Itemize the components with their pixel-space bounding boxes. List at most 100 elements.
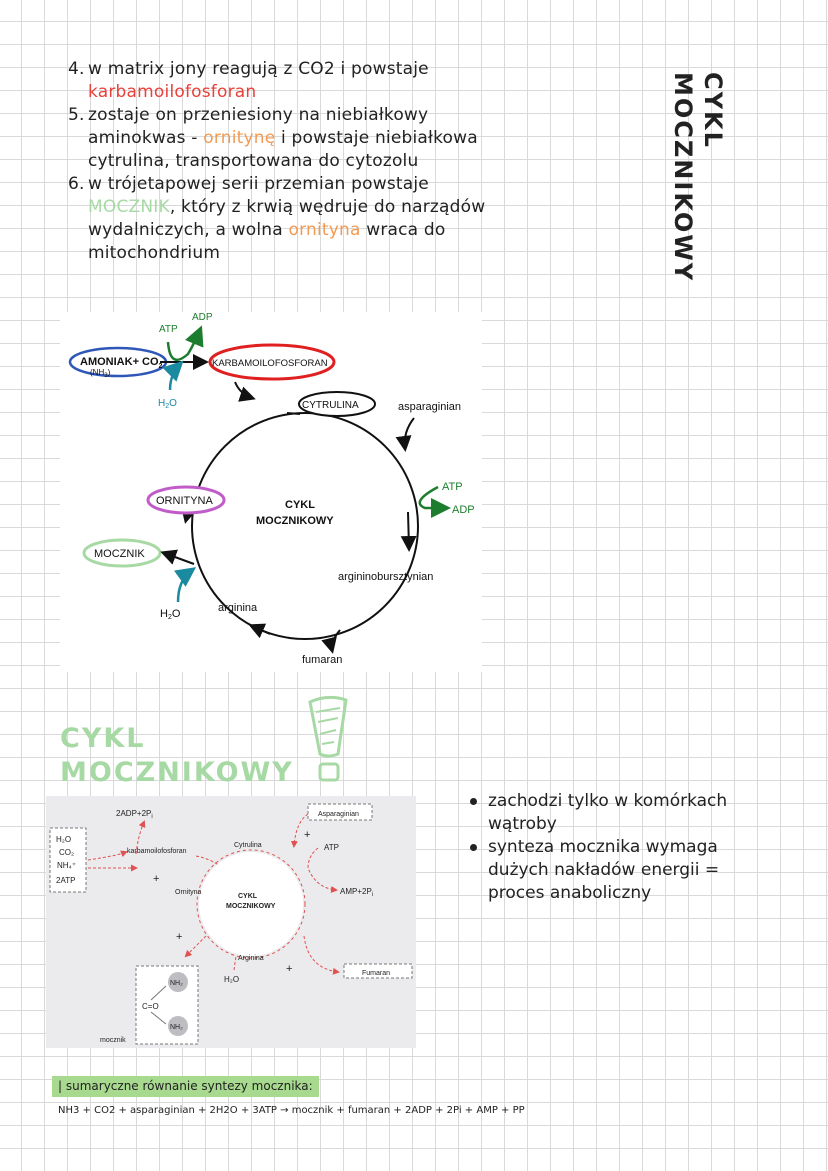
carbonyl: C=O [142, 1002, 159, 1011]
step-text: wydalniczych, a wolna [88, 220, 289, 240]
step-text: mitochondrium [88, 243, 221, 263]
step-text: aminokwas - [88, 128, 204, 148]
cycle-arrow [248, 623, 271, 639]
urea-label: mocznik [100, 1037, 126, 1044]
citrulline-label: Cytrulina [234, 842, 262, 849]
keyword-ornityne: ornitynę [203, 128, 276, 148]
urea-cycle-diagram-2: H₂O CO₂ NH₄⁺ 2ATP 2ADP+2Pi karbamoilofos… [46, 796, 416, 1048]
cycle-arrow [286, 412, 301, 415]
nh2-bottom: NH₂ [170, 1024, 183, 1031]
aspartate-label: asparaginian [398, 401, 461, 413]
fumarate-label: Fumaran [362, 970, 390, 977]
step-5: 5. zostaje on przeniesiony na niebiałkow… [62, 104, 562, 173]
nh3-label: (NH3) [90, 368, 111, 379]
step-text: cytrulina, transportowana do cytozolu [88, 151, 419, 171]
ornithine-label: ORNITYNA [156, 495, 214, 507]
aspartate-label: Asparaginian [318, 811, 359, 818]
step-number: 4. [68, 59, 85, 79]
step-text: w matrix jony reagują z CO2 i powstaje [88, 59, 429, 79]
aspartate-box [307, 803, 373, 821]
ornithine-ellipse [146, 485, 226, 515]
carbamoyl-label: karbamoilofosforan [127, 848, 187, 855]
amp-label: AMP+2Pi [340, 887, 373, 898]
fact-line: zachodzi tylko w komórkach [488, 791, 728, 811]
argininosuccinate-label: argininobursztynian [338, 571, 433, 583]
center-label-2: MOCZNIKOWY [256, 515, 334, 527]
nh2-top: NH₂ [170, 980, 183, 987]
summary-equation: NH3 + CO2 + asparaginian + 2H2O + 3ATP →… [58, 1105, 525, 1116]
urea-arrow [160, 549, 195, 565]
adp-right-label: ADP [452, 504, 475, 516]
center-label-1: CYKL [238, 893, 258, 900]
fact-line: synteza mocznika wymaga [488, 837, 718, 857]
side-title-line1: CYKL [699, 72, 727, 149]
cycle-circle [199, 852, 303, 956]
step-text: , który z krwią wędruje do narządów [169, 197, 486, 217]
step-number: 5. [68, 105, 85, 125]
fact-item: zachodzi tylko w komórkach wątroby [466, 790, 796, 836]
urea-cycle-diagram: AMONIAK+ CO2 (NH3) ATP ADP H2O KARBAMOIL… [60, 312, 482, 672]
atp-top-label: ATP [159, 324, 178, 335]
fact-line: proces anaboliczny [488, 883, 652, 903]
inputs-box [49, 827, 87, 893]
h2o-bottom-label: H2O [160, 608, 181, 621]
step-number: 6. [68, 174, 85, 194]
urea-ellipse [82, 538, 162, 568]
input-nh4: NH₄⁺ [57, 861, 76, 870]
cycle-arrow [400, 511, 417, 552]
hand-title-line1: CYKL [60, 723, 146, 754]
fact-line: wątroby [488, 814, 557, 834]
plus-sign: + [304, 829, 310, 841]
cycle-circle [191, 412, 419, 640]
keyword-mocznik: MOCZNIK [88, 197, 170, 217]
input-co2: CO₂ [59, 848, 74, 857]
carbamoyl-ellipse [208, 343, 336, 381]
citrulline-ellipse [298, 391, 376, 417]
atp-label: ATP [324, 843, 339, 852]
atp-adp-right-arrow [418, 485, 451, 518]
side-title-line2: MOCZNIKOWY [669, 72, 697, 283]
side-title: CYKL MOCZNIKOWY [668, 72, 728, 282]
summary-label: | sumaryczne równanie syntezy mocznika: [52, 1076, 319, 1097]
urea-cycle-diagram-2-svg: H₂O CO₂ NH₄⁺ 2ATP 2ADP+2Pi karbamoilofos… [49, 803, 413, 1045]
keyword-karbamoilofosforan: karbamoilofosforan [88, 82, 257, 102]
carbamoyl-arrow [234, 381, 256, 402]
hand-title-line2: MOCZNIKOWY [60, 757, 294, 788]
atp-right-label: ATP [442, 481, 463, 493]
h2o-top-label: H2O [158, 398, 177, 410]
center-label-1: CYKL [285, 499, 315, 511]
atp-adp-arrow [166, 325, 204, 362]
exclamation-icon [308, 695, 348, 782]
adp-label: 2ADP+2Pi [116, 809, 153, 820]
ammonia-label: AMONIAK+ CO2 [80, 356, 163, 370]
step-text: zostaje on przeniesiony na niebiałkowy [88, 105, 429, 125]
fumarate-arrow [321, 629, 341, 654]
fumarate-label: fumaran [302, 654, 342, 666]
hand-title: CYKL MOCZNIKOWY [60, 722, 294, 790]
plus-sign: + [286, 963, 292, 975]
step-text: wraca do [360, 220, 446, 240]
ornithine-label: Ornityna [175, 889, 202, 896]
urea-label: MOCZNIK [94, 548, 145, 560]
fact-item: synteza mocznika wymaga dużych nakładów … [466, 836, 796, 905]
fumarate-box [343, 963, 413, 979]
step-4: 4. w matrix jony reagują z CO2 i powstaj… [62, 58, 562, 104]
urea-cycle-diagram-svg: AMONIAK+ CO2 (NH3) ATP ADP H2O KARBAMOIL… [68, 312, 475, 666]
keyword-ornityna: ornityna [288, 220, 361, 240]
steps-list: 4. w matrix jony reagują z CO2 i powstaj… [62, 58, 562, 265]
citrulline-label: CYTRULINA [302, 400, 359, 411]
plus-sign: + [176, 931, 182, 943]
input-atp: 2ATP [56, 876, 75, 885]
center-label-2: MOCZNIKOWY [226, 903, 276, 910]
adp-top-label: ADP [192, 312, 213, 323]
fact-line: dużych nakładów energii = [488, 860, 720, 880]
step-6: 6. w trójetapowej serii przemian powstaj… [62, 173, 562, 265]
arginine-label: arginina [218, 602, 258, 614]
h2o-arrow [162, 360, 184, 391]
urea-box [135, 965, 199, 1045]
facts-list: zachodzi tylko w komórkach wątroby synte… [466, 790, 796, 905]
carbamoyl-label: KARBAMOILOFOSFORAN [212, 358, 328, 369]
arginine-label: Arginina [238, 955, 264, 962]
input-h2o: H₂O [56, 835, 71, 844]
step-text: i powstaje niebiałkowa [275, 128, 478, 148]
